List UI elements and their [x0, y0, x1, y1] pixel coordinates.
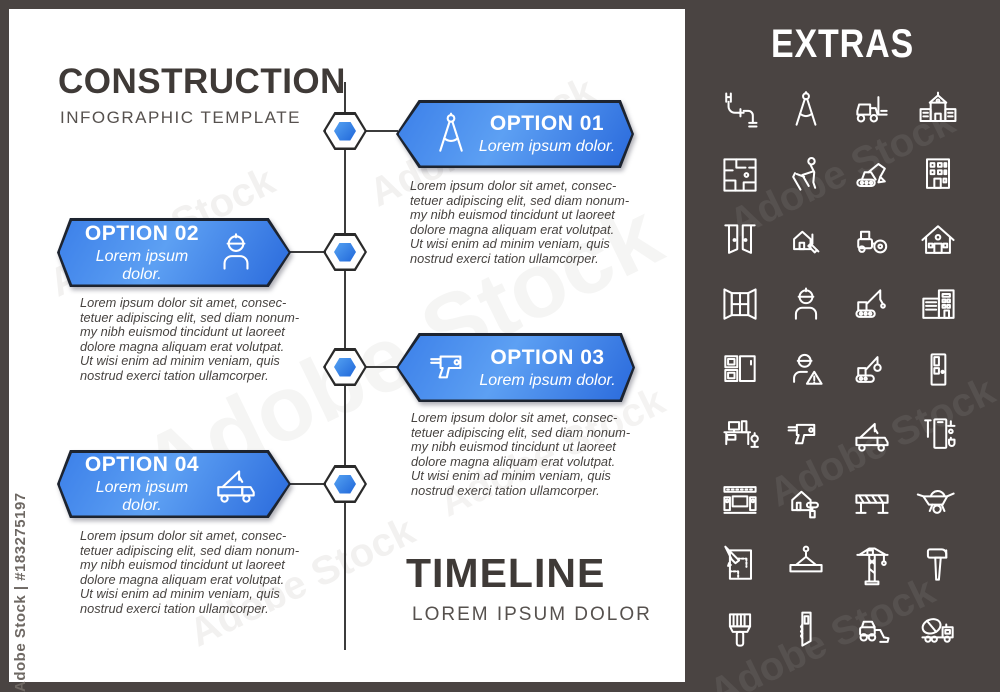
hammer-icon	[905, 532, 971, 597]
computer-desk-icon	[707, 402, 773, 467]
crane-truck-icon	[839, 402, 905, 467]
pipes-icon	[707, 77, 773, 142]
lifting-hook-icon	[773, 532, 839, 597]
drafting-compass-icon	[773, 77, 839, 142]
double-doors-icon	[707, 207, 773, 272]
page-subtitle: INFOGRAPHIC TEMPLATE	[60, 108, 301, 127]
option-2-subtitle: Lorem ipsum dolor.	[95, 247, 189, 283]
option-1-body-text: Lorem ipsum dolor sit amet, consec- tetu…	[410, 178, 630, 266]
extras-grid	[707, 77, 971, 662]
option-4-banner: OPTION 04 Lorem ipsum dolor.	[57, 450, 291, 518]
timeline-subheading: LOREM IPSUM DOLOR	[412, 604, 652, 625]
loader-icon	[839, 597, 905, 662]
option-1-title: OPTION 01	[489, 112, 605, 135]
hexagon-marker-icon	[334, 357, 356, 377]
option-2-title: OPTION 02	[84, 221, 200, 245]
house-icon	[905, 207, 971, 272]
option-4-title: OPTION 04	[84, 453, 200, 476]
option-2-body-text: Lorem ipsum dolor sit amet, consec- tetu…	[80, 295, 300, 383]
option-3-title: OPTION 03	[490, 345, 605, 369]
watermark-stock-id: Adobe Stock | #183275197	[12, 492, 29, 692]
wheelbarrow-icon	[905, 467, 971, 532]
office-buildings-icon	[905, 272, 971, 337]
crane-truck-icon	[210, 458, 262, 510]
option-3-subtitle: Lorem ipsum dolor.	[479, 371, 616, 389]
hexagon-marker-icon	[334, 121, 356, 141]
option-2-banner: OPTION 02 Lorem ipsum dolor.	[57, 218, 291, 287]
option-1-banner: OPTION 01 Lorem ipsum dolor.	[396, 100, 634, 168]
road-roller-icon	[839, 207, 905, 272]
timeline-heading: TIMELINE	[406, 550, 606, 596]
worker-warning-icon	[773, 337, 839, 402]
wrecking-ball-crane-icon	[839, 337, 905, 402]
connector-line	[290, 251, 324, 253]
floor-plan-icon	[707, 142, 773, 207]
option-4-body-text: Lorem ipsum dolor sit amet, consec- tetu…	[80, 528, 300, 616]
crawler-crane-icon	[839, 272, 905, 337]
power-drill-icon	[773, 402, 839, 467]
excavator-icon	[839, 142, 905, 207]
house-sketch-icon	[773, 207, 839, 272]
timeline-node-2	[323, 233, 367, 271]
hand-saw-icon	[773, 597, 839, 662]
open-window-icon	[707, 272, 773, 337]
door-icon	[905, 337, 971, 402]
kitchen-cabinets-icon	[707, 337, 773, 402]
house-painting-icon	[773, 467, 839, 532]
option-3-body-text: Lorem ipsum dolor sit amet, consec- tetu…	[411, 410, 631, 498]
connector-line	[366, 130, 398, 132]
page-title: CONSTRUCTION	[58, 62, 346, 101]
connector-line	[366, 366, 398, 368]
tv-unit-icon	[707, 467, 773, 532]
timeline-node-4	[323, 465, 367, 503]
construction-worker-icon	[773, 272, 839, 337]
connector-line	[290, 483, 324, 485]
option-1-subtitle: Lorem ipsum dolor.	[478, 138, 616, 155]
option-3-banner: OPTION 03 Lorem ipsum dolor.	[396, 333, 635, 402]
paint-brush-icon	[707, 597, 773, 662]
bathroom-icon	[905, 402, 971, 467]
construction-worker-icon	[210, 227, 262, 279]
forklift-icon	[839, 77, 905, 142]
apartment-building-icon	[905, 142, 971, 207]
timeline-node-3	[323, 348, 367, 386]
power-drill-icon	[425, 342, 477, 394]
tower-crane-icon	[839, 532, 905, 597]
road-barrier-icon	[839, 467, 905, 532]
blueprint-pencil-icon	[707, 532, 773, 597]
school-building-icon	[905, 77, 971, 142]
timeline-node-1	[323, 112, 367, 150]
option-4-subtitle: Lorem ipsum dolor.	[95, 479, 189, 514]
hexagon-marker-icon	[334, 242, 356, 262]
jackhammer-worker-icon	[773, 142, 839, 207]
concrete-mixer-icon	[905, 597, 971, 662]
extras-title: EXTRAS	[770, 22, 915, 66]
drafting-compass-icon	[425, 108, 477, 160]
hexagon-marker-icon	[334, 474, 356, 494]
